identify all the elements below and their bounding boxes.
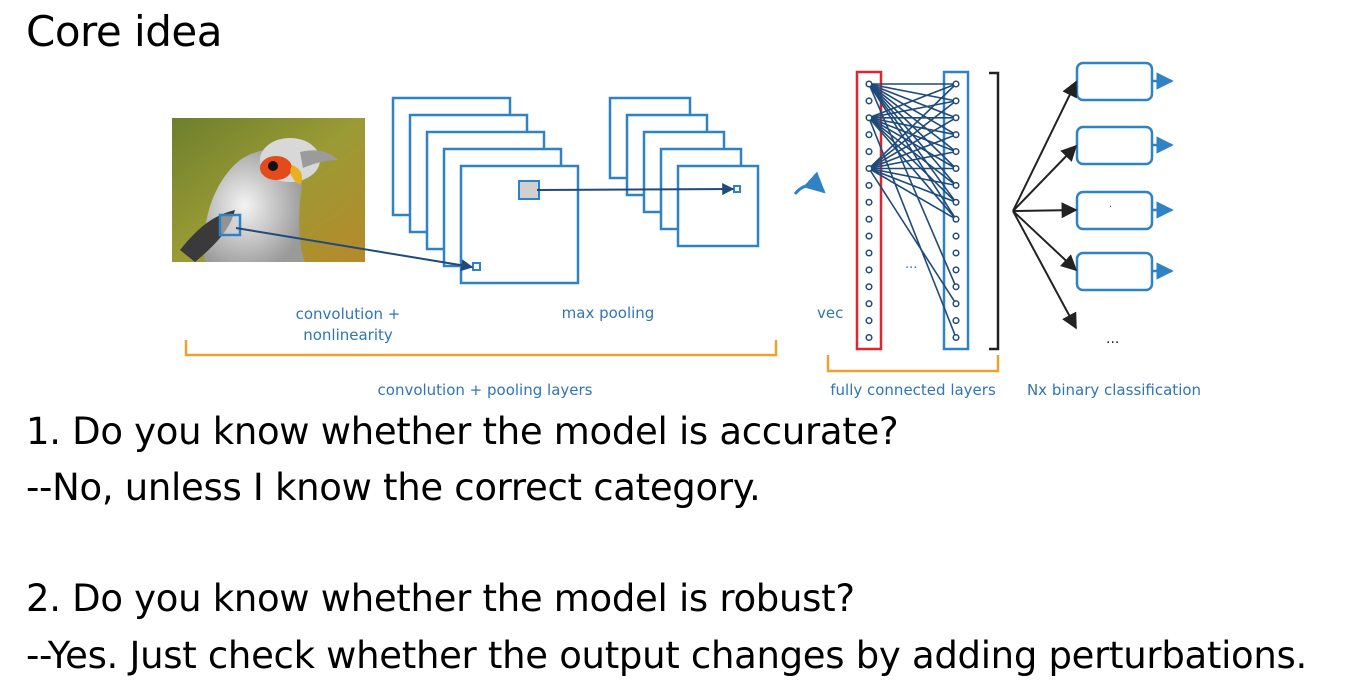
hidden-nodes bbox=[952, 80, 960, 342]
fc-bracket bbox=[826, 355, 1000, 373]
fc-connections bbox=[868, 83, 957, 338]
bird-photo-icon bbox=[172, 118, 365, 262]
label-nonlinearity: nonlinearity bbox=[303, 326, 393, 344]
fc-connection bbox=[868, 133, 957, 170]
conv-arrow bbox=[235, 227, 474, 272]
neuron-node bbox=[952, 232, 960, 240]
answer-1: --No, unless I know the correct category… bbox=[26, 466, 761, 509]
fc-connection bbox=[868, 168, 957, 305]
answer-2: --Yes. Just check whether the output cha… bbox=[26, 634, 1307, 677]
output-box-2 bbox=[1075, 125, 1154, 166]
dot-small: . bbox=[1109, 199, 1112, 210]
neuron-node bbox=[865, 283, 873, 291]
neuron-node bbox=[865, 232, 873, 240]
neuron-node bbox=[865, 164, 873, 173]
neuron-node bbox=[865, 266, 873, 274]
neuron-node bbox=[952, 148, 960, 156]
neuron-node bbox=[952, 215, 960, 223]
question-1: 1. Do you know whether the model is accu… bbox=[26, 410, 899, 453]
fc-connection bbox=[868, 167, 957, 220]
conv-patch bbox=[518, 180, 540, 200]
fc-connection bbox=[868, 167, 957, 187]
output-classifiers: . bbox=[1075, 61, 1174, 292]
conv-feature-maps bbox=[391, 96, 580, 285]
label-conv-pool-layers: convolution + pooling layers bbox=[378, 381, 593, 399]
neuron-node bbox=[952, 114, 960, 122]
flatten-arrow bbox=[793, 171, 826, 195]
neuron-node bbox=[865, 181, 873, 189]
label-fc-layers: fully connected layers bbox=[830, 381, 996, 399]
hidden-column bbox=[942, 70, 970, 351]
conv-pixel bbox=[472, 262, 481, 271]
neuron-node bbox=[952, 80, 960, 88]
dots-out: ... bbox=[1106, 331, 1119, 347]
fc-connection bbox=[868, 100, 957, 119]
fc-connection bbox=[868, 100, 957, 170]
output-bracket bbox=[989, 71, 1000, 351]
question-2: 2. Do you know whether the model is robu… bbox=[26, 577, 855, 620]
neuron-node bbox=[952, 164, 960, 173]
slide-title: Core idea bbox=[26, 7, 222, 56]
output-box-4 bbox=[1075, 251, 1154, 292]
neuron-node bbox=[865, 148, 873, 156]
neuron-node bbox=[952, 283, 960, 291]
neuron-node bbox=[865, 317, 873, 325]
neuron-node bbox=[952, 266, 960, 274]
output-box-1 bbox=[1075, 61, 1154, 102]
input-patch bbox=[218, 213, 242, 237]
neuron-node bbox=[865, 249, 873, 257]
neuron-node bbox=[865, 198, 873, 206]
fc-connection bbox=[868, 83, 957, 119]
neuron-node bbox=[952, 333, 960, 342]
neuron-node bbox=[952, 317, 960, 325]
neuron-node bbox=[952, 249, 960, 257]
output-box-3 bbox=[1075, 190, 1154, 231]
pool-pixel bbox=[733, 185, 741, 193]
neuron-node bbox=[952, 181, 960, 189]
fc-connection bbox=[868, 83, 957, 288]
neuron-node bbox=[952, 97, 960, 105]
vec-column bbox=[855, 70, 883, 351]
label-max-pooling: max pooling bbox=[562, 304, 655, 322]
neuron-node bbox=[952, 198, 960, 206]
label-conv: convolution + bbox=[296, 305, 401, 323]
neuron-node bbox=[865, 114, 873, 122]
neuron-node bbox=[865, 131, 873, 139]
dots-mid: ... bbox=[905, 257, 917, 272]
fanout-arrows bbox=[1012, 80, 1078, 330]
neuron-node bbox=[865, 97, 873, 105]
neuron-node bbox=[952, 300, 960, 308]
label-vec: vec bbox=[817, 304, 843, 322]
neuron-node bbox=[865, 300, 873, 308]
fc-connection bbox=[868, 117, 957, 338]
conv-pool-bracket bbox=[184, 340, 778, 357]
neuron-node bbox=[865, 215, 873, 223]
pool-feature-maps bbox=[608, 96, 760, 248]
vec-nodes bbox=[865, 80, 873, 342]
neuron-node bbox=[952, 131, 960, 139]
fc-connection bbox=[868, 117, 957, 170]
label-binary-classification: Nx binary classification bbox=[1027, 381, 1201, 399]
neuron-node bbox=[865, 80, 873, 88]
cnn-diagram: . convolution + nonlinearity max pooling… bbox=[172, 61, 1201, 399]
fc-connection bbox=[868, 150, 957, 170]
neuron-node bbox=[865, 333, 873, 342]
pool-arrow bbox=[536, 183, 735, 196]
